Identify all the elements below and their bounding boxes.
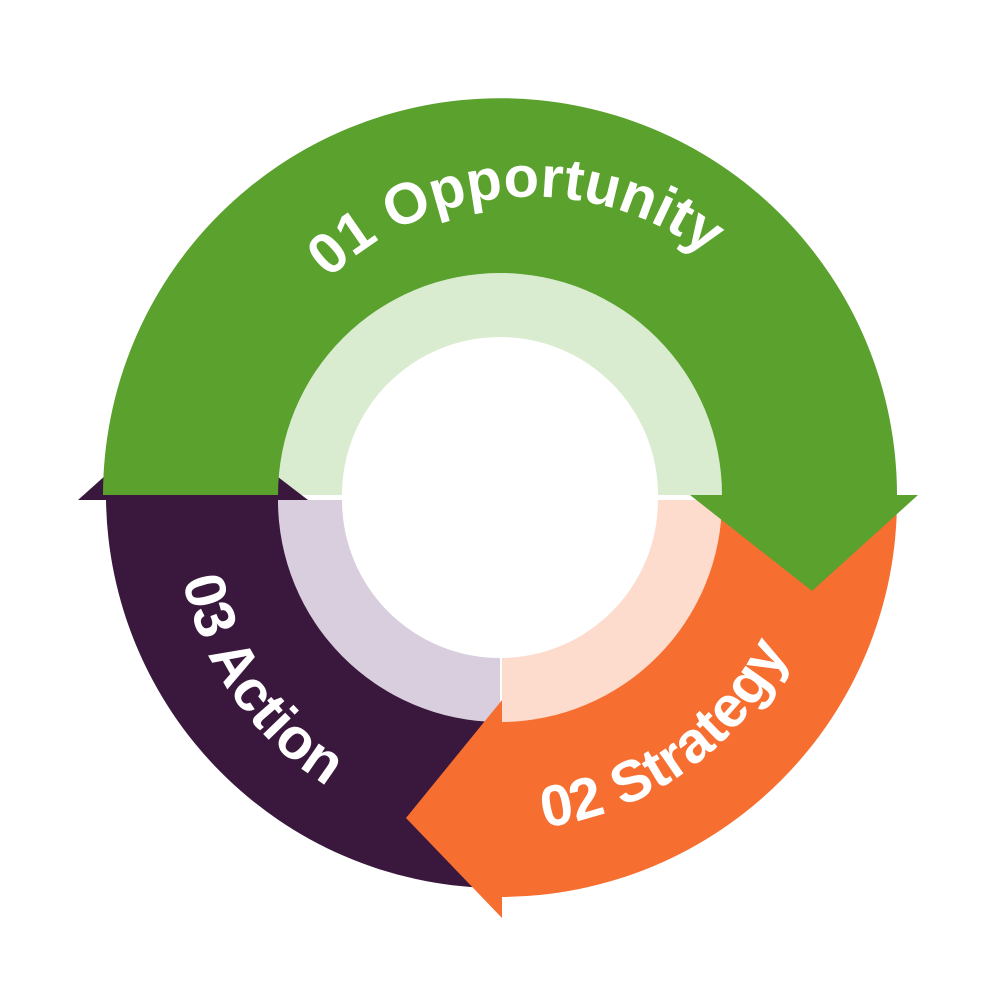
action-inner-band	[278, 500, 500, 722]
opportunity-inner-band	[278, 273, 722, 495]
opportunity-arrow	[103, 98, 918, 592]
action-arrow	[78, 405, 498, 888]
strategy-inner-band	[502, 500, 722, 722]
strategy-arrow	[406, 500, 897, 918]
